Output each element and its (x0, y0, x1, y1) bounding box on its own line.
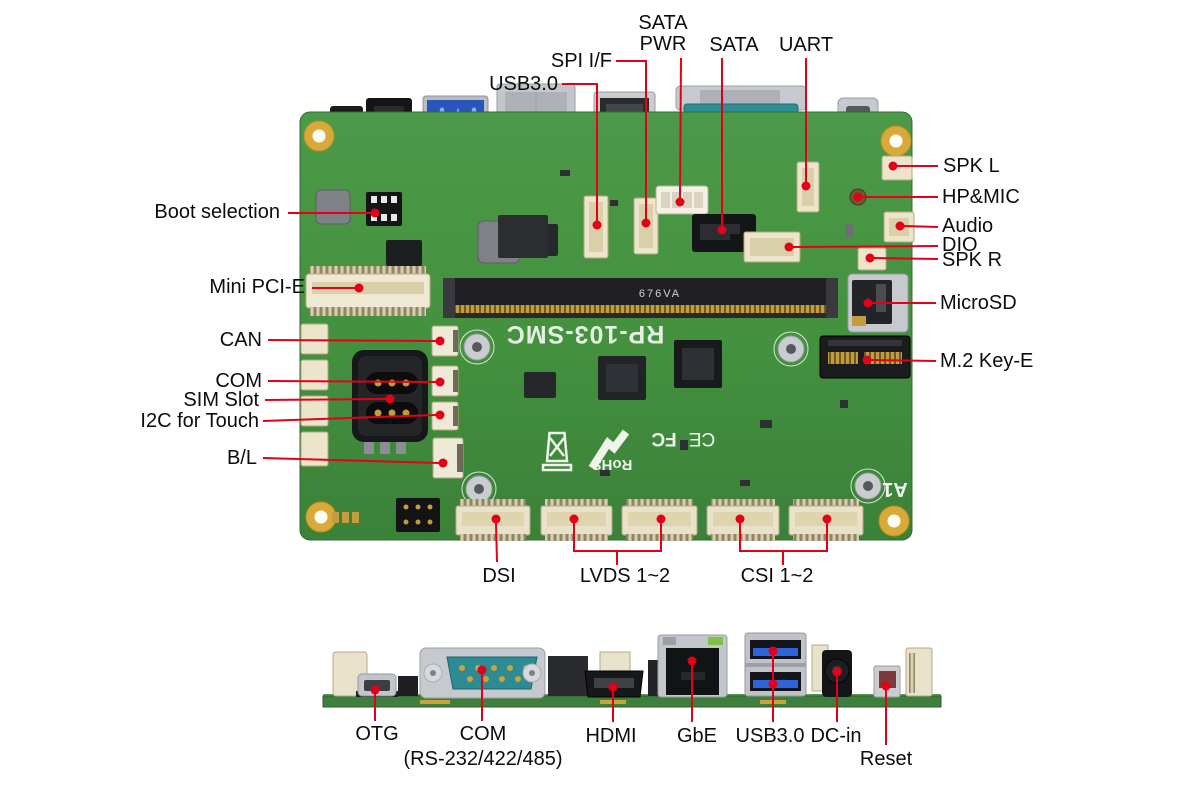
callout-can: CAN (219, 329, 262, 351)
standoff-holes (459, 329, 886, 507)
sodimm-socket: 676VA (443, 278, 838, 318)
callout-otg: OTG (355, 723, 399, 745)
callout-audio: Audio (942, 215, 994, 237)
callout-com: COM (215, 370, 262, 392)
callout-sata-pwr-line1: SATA (638, 12, 688, 34)
boot-selection-dip-switch (366, 192, 402, 226)
callout-sim-slot: SIM Slot (183, 389, 259, 411)
callout-bl: B/L (226, 447, 257, 469)
leader-can (267, 339, 437, 342)
dc-jack (811, 644, 852, 697)
fcc-silkscreen: FC (651, 428, 677, 449)
center-chips (498, 215, 722, 400)
callout-com-bottom: COM (459, 723, 507, 745)
bottom-left-headers (332, 498, 440, 532)
leader-spk-r (873, 257, 939, 260)
callout-boot-selection: Boot selection (154, 201, 280, 223)
cert-silkscreen: RoHS FC CE (541, 428, 715, 473)
leader-csi-bracket (739, 523, 828, 565)
callout-spi-if: SPI I/F (550, 50, 612, 72)
mounting-holes (303, 120, 912, 537)
callout-uart: UART (778, 34, 834, 56)
db9-com-port (419, 647, 546, 699)
lvds2-connector (621, 499, 698, 541)
callout-gbe: GbE (676, 725, 718, 747)
leader-dsi (495, 522, 498, 563)
leader-lines (262, 57, 939, 745)
top-view-board: 676VA RP-103-SMC (299, 83, 915, 541)
callout-m2-keye: M.2 Key-E (940, 350, 1034, 372)
sodimm-marking-text: 676VA (639, 288, 681, 300)
leader-bl (262, 457, 440, 464)
callout-com-sub: (RS-232/422/485) (403, 748, 563, 770)
side-wafer-right (905, 647, 933, 697)
callout-microsd: MicroSD (940, 292, 1017, 314)
leader-dio (792, 245, 939, 248)
callout-usb30-top: USB3.0 (489, 73, 558, 95)
leader-dots (354, 161, 905, 695)
left-edge-connectors (300, 323, 329, 467)
callout-dsi: DSI (482, 565, 516, 587)
callout-hp-mic: HP&MIC (942, 186, 1020, 208)
bl-connector (432, 437, 464, 479)
leader-audio (903, 225, 939, 228)
leader-usb30-top (562, 83, 598, 221)
callout-spk-r: SPK R (942, 249, 1003, 271)
leader-spi (616, 60, 647, 220)
leader-com (267, 380, 437, 383)
leader-i2c (262, 414, 437, 422)
callout-csi: CSI 1~2 (740, 565, 814, 587)
a1-silkscreen: A1 (882, 478, 908, 500)
callout-spk-l: SPK L (943, 155, 1000, 177)
leader-sim-slot (264, 398, 387, 401)
ce-silkscreen: CE (689, 428, 715, 449)
dsi-connector (455, 499, 531, 541)
dio-header (743, 231, 801, 263)
rohs-silkscreen: RoHS (592, 456, 633, 473)
mini-pcie-slot (305, 266, 431, 316)
board-model-silkscreen: RP-103-SMC (506, 320, 665, 348)
callout-sata-pwr: SATA PWR (623, 13, 703, 55)
callout-reset: Reset (859, 748, 913, 770)
callout-hdmi: HDMI (585, 725, 637, 747)
callout-dio: DIO (942, 234, 978, 256)
callout-sata-pwr-line2: PWR (639, 33, 687, 55)
callout-mini-pcie: Mini PCI-E (209, 276, 305, 298)
side-view-board (322, 632, 942, 708)
can-header (431, 325, 459, 357)
leader-sata-pwr (679, 57, 682, 199)
leader-lvds-bracket (573, 523, 662, 565)
leader-m2 (870, 359, 937, 362)
callout-i2c-for-touch: I2C for Touch (140, 410, 259, 432)
callout-sata: SATA (709, 34, 759, 56)
callout-usb30-bottom: USB3.0 (735, 725, 805, 747)
callout-lvds: LVDS 1~2 (579, 565, 671, 587)
callout-dc-in: DC-in (810, 725, 862, 747)
